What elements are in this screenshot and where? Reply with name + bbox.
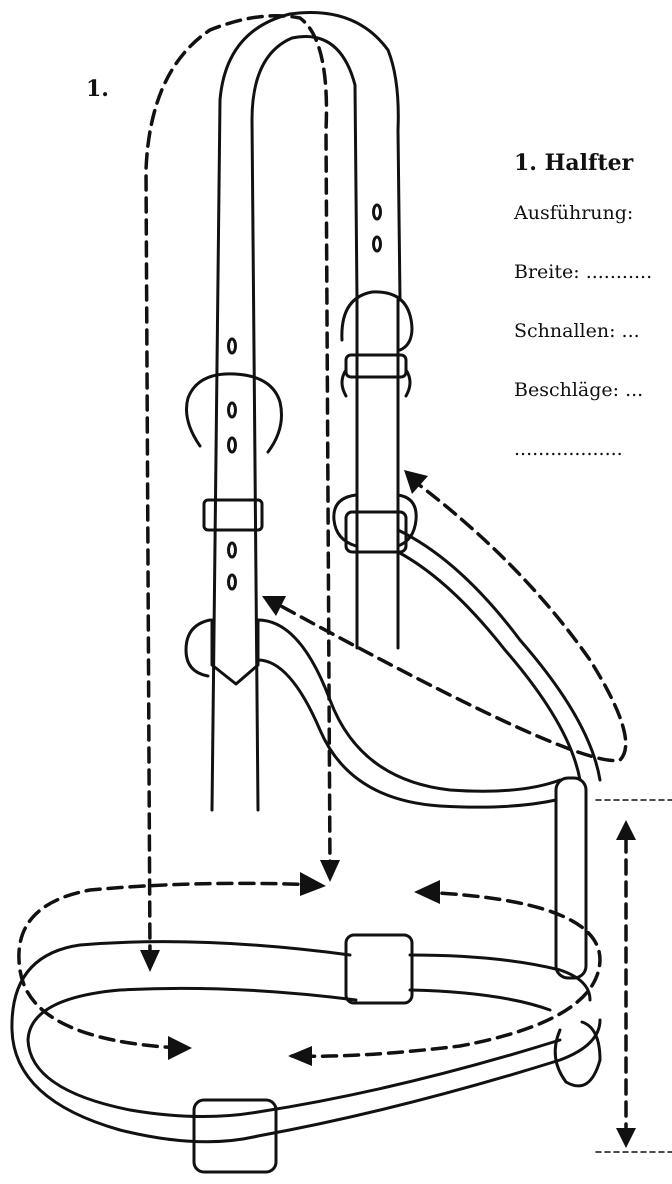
arrow-nose-c bbox=[414, 880, 440, 904]
form-title: 1. Halfter bbox=[514, 150, 634, 176]
measure-nose-right bbox=[290, 890, 602, 1059]
field-beschlaege: Beschläge: ... bbox=[514, 379, 644, 401]
diagonal-band-lower bbox=[256, 658, 558, 809]
left-hole-2 bbox=[227, 401, 237, 419]
left-hole-4 bbox=[227, 541, 237, 559]
left-ring bbox=[184, 618, 212, 678]
arrow-height-top bbox=[616, 820, 636, 840]
right-buckle-keeper bbox=[344, 353, 408, 379]
noseband-right-outer bbox=[408, 953, 592, 1002]
arrow-nose-d bbox=[288, 1046, 312, 1066]
arrow-throat-bottom bbox=[262, 596, 286, 616]
right-cheek-strap bbox=[355, 298, 400, 650]
noseband-front-keeper bbox=[344, 933, 414, 1005]
right-lower-keeper bbox=[340, 368, 412, 398]
measure-crown-loop bbox=[144, 13, 332, 962]
right-buckle bbox=[340, 290, 414, 352]
throat-loop-outer bbox=[396, 528, 602, 782]
left-hole-5 bbox=[227, 573, 237, 591]
noseband-bottom-keeper bbox=[192, 1098, 278, 1174]
right-hole-1 bbox=[372, 203, 382, 221]
noseband-outer bbox=[10, 940, 352, 1144]
field-schnallen: Schnallen: ... bbox=[514, 320, 640, 342]
arrow-crown-right bbox=[320, 860, 340, 882]
field-breite: Breite: ........... bbox=[514, 261, 653, 283]
measure-throat bbox=[268, 476, 628, 763]
measure-nose-left bbox=[17, 881, 322, 1050]
noseband-front bbox=[256, 1018, 602, 1138]
field-ausfuehrung: Ausführung: bbox=[514, 202, 634, 224]
right-upper-keeper bbox=[344, 510, 408, 554]
arrow-heads bbox=[140, 470, 636, 1148]
field-extra-line: .................. bbox=[514, 438, 623, 460]
left-buckle bbox=[185, 372, 283, 454]
left-keeper bbox=[202, 498, 264, 532]
diagram-number-label: 1. bbox=[86, 76, 109, 102]
crown-strap bbox=[210, 11, 402, 812]
noseband-right-inner bbox=[408, 988, 552, 1012]
arrow-nose-a bbox=[300, 872, 326, 896]
arrow-throat-top bbox=[404, 470, 428, 494]
right-hole-2 bbox=[372, 235, 382, 253]
noseband-right-ring bbox=[553, 1020, 602, 1088]
left-strap-tip bbox=[210, 618, 260, 686]
noseband-inner bbox=[26, 986, 358, 1119]
arrow-crown-left bbox=[140, 950, 160, 972]
left-hole-1 bbox=[227, 337, 237, 355]
crown-strap-inner bbox=[250, 35, 359, 812]
left-hole-3 bbox=[227, 436, 237, 454]
diagonal-band-upper bbox=[256, 618, 562, 793]
throat-loop-inner bbox=[396, 550, 582, 782]
arrow-height-bottom bbox=[616, 1128, 636, 1148]
arrow-nose-b bbox=[168, 1036, 192, 1060]
spec-form: 1. Halfter Ausführung: Breite: .........… bbox=[514, 150, 652, 497]
right-connector bbox=[554, 776, 588, 980]
measurement-lines bbox=[17, 13, 628, 1059]
